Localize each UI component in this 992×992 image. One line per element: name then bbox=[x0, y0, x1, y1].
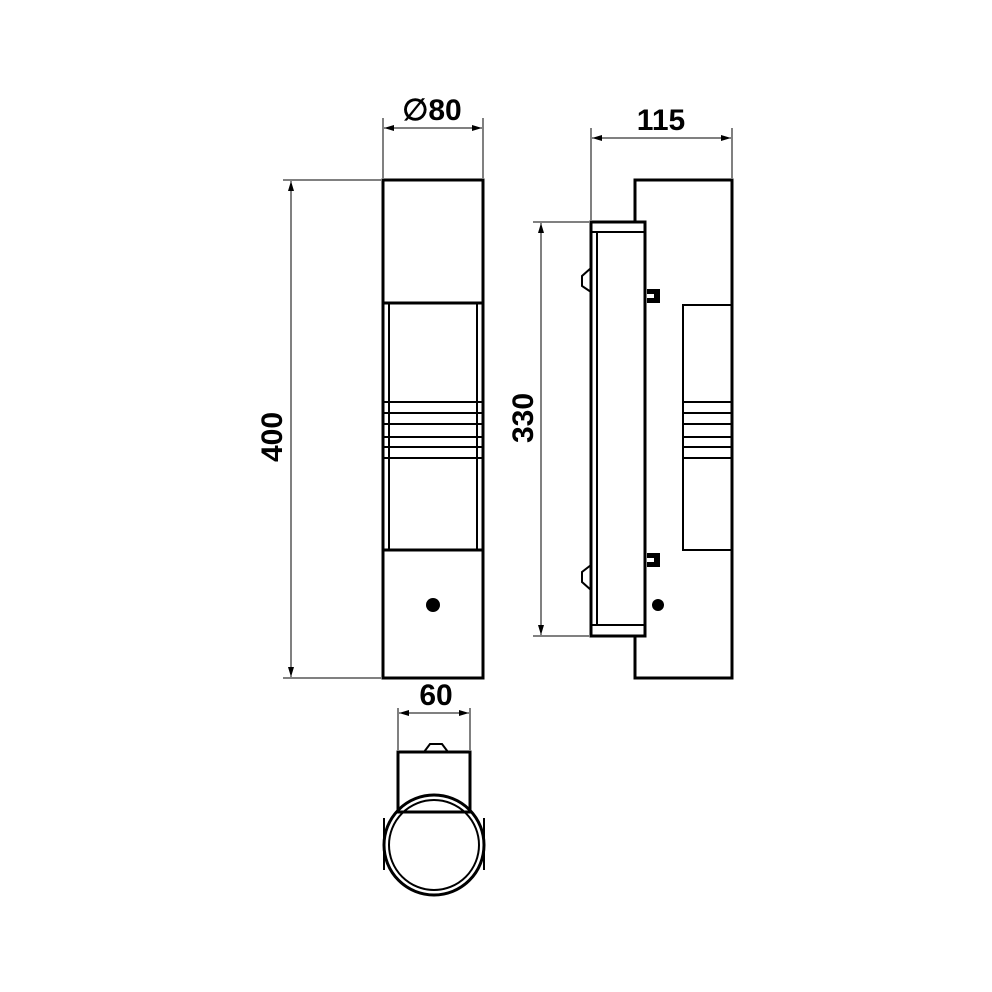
dimension-front-diameter: ∅80 bbox=[382, 94, 484, 178]
front-view bbox=[381, 178, 485, 680]
base-view bbox=[382, 743, 486, 897]
base-tab bbox=[423, 743, 449, 753]
front-screw bbox=[426, 598, 440, 612]
side-view bbox=[581, 178, 734, 680]
dimension-side-depth: 115 bbox=[590, 104, 733, 220]
base-inner-circle bbox=[388, 799, 480, 891]
front-louvre-slats bbox=[382, 401, 484, 459]
side-screw bbox=[652, 599, 664, 611]
base-plate bbox=[396, 750, 472, 814]
dimension-base-width: 60 bbox=[397, 679, 471, 750]
dimension-front-diameter-label: ∅80 bbox=[402, 94, 462, 127]
dimension-base-width-label: 60 bbox=[419, 679, 452, 712]
side-top-catch bbox=[647, 289, 660, 303]
side-louvre-slats bbox=[682, 401, 733, 459]
side-window bbox=[682, 304, 733, 551]
side-top-clip bbox=[581, 267, 592, 293]
side-bottom-catch bbox=[647, 553, 660, 567]
dimension-side-height-label: 330 bbox=[507, 393, 540, 443]
dimension-side-depth-label: 115 bbox=[637, 104, 685, 137]
side-bottom-clip bbox=[581, 564, 592, 591]
dimension-total-height-label: 400 bbox=[256, 412, 289, 462]
dimension-side-height: 330 bbox=[507, 221, 589, 637]
side-mounting-plate bbox=[589, 220, 647, 638]
base-outer-circle bbox=[382, 793, 486, 897]
dimension-total-height: 400 bbox=[256, 179, 381, 679]
